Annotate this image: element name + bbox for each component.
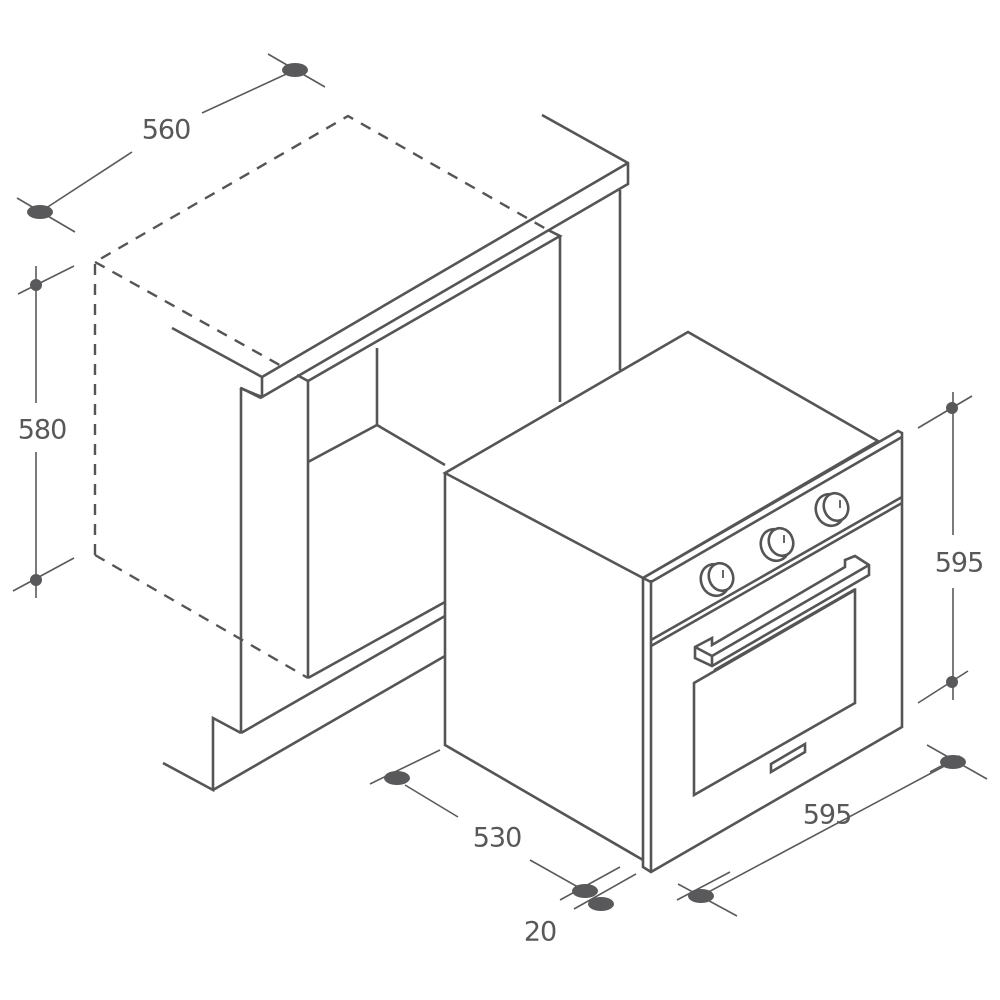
niche-floor-front [307,600,446,680]
plinth-bottom [212,654,446,792]
niche-top-rail [296,228,563,383]
dimension-oven-height [917,392,973,704]
door-window [692,587,857,798]
dimension-oven-width [676,744,988,917]
oven [442,330,904,874]
oven-top [442,330,881,580]
control-panel-divider [650,495,903,642]
worktop-front-edge [261,161,629,379]
label-niche-height: 580 [13,416,71,444]
knob-2 [759,526,795,563]
niche-outline-dashed-back [93,114,549,555]
niche-outline-dashed-bottom [94,553,309,680]
label-front-thickness: 20 [519,918,561,946]
plinth-left [162,715,242,793]
knob-3 [814,491,850,528]
niche-floor-back [307,423,446,467]
vent-slot [769,741,807,775]
dimension-oven-depth [369,749,621,901]
worktop-outline [171,113,630,400]
dimension-niche-width [16,53,326,233]
oven-side [443,473,644,862]
niche-outline-dashed-top-left [94,260,286,370]
label-oven-height: 595 [930,549,988,577]
plinth-top [240,614,446,735]
label-niche-width: 560 [137,116,195,144]
dimension-niche-height [12,265,75,598]
cabinet [93,113,630,793]
knob-1 [699,561,735,598]
label-oven-width: 595 [802,799,853,831]
label-oven-depth: 530 [468,824,526,852]
dimension-front-thickness [573,873,637,911]
